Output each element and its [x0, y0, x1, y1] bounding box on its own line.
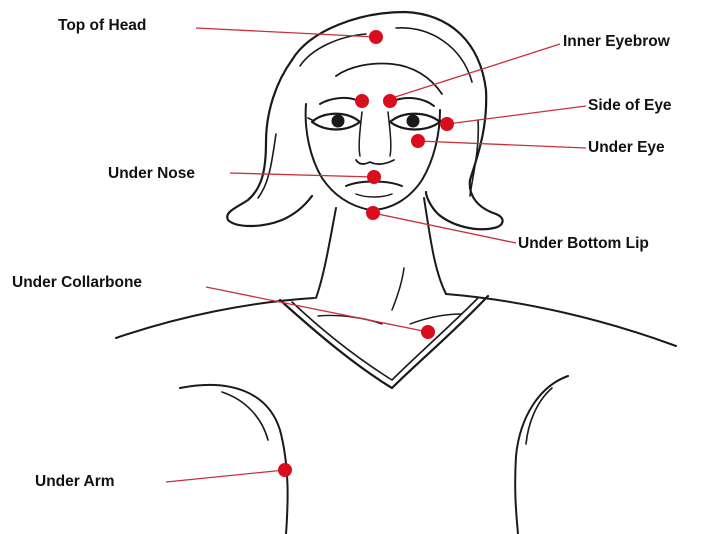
right-eyebrow: [396, 98, 434, 106]
left-eyebrow: [320, 98, 356, 104]
point-marker-top-of-head: [369, 30, 383, 44]
label-under-nose: Under Nose: [108, 165, 195, 182]
point-marker-under-eye: [411, 134, 425, 148]
nose-bridge: [359, 112, 362, 156]
neck-left: [316, 208, 336, 298]
point-marker-under-nose: [367, 170, 381, 184]
woman-illustration: [116, 12, 676, 534]
label-inner-eyebrow: Inner Eyebrow: [563, 33, 671, 50]
point-marker-side-of-eye: [440, 117, 454, 131]
label-under-bottom-lip: Under Bottom Lip: [518, 235, 649, 252]
left-arm: [180, 385, 288, 534]
collarbone: [410, 314, 462, 324]
hair-strand: [300, 34, 366, 66]
point-marker-under-bottom-lip: [366, 206, 380, 220]
face-outline: [306, 104, 440, 210]
hair-part: [336, 64, 442, 95]
right-shoulder: [446, 294, 676, 346]
lower-lip: [356, 194, 392, 197]
point-marker-under-collarbone: [421, 325, 435, 339]
labels: Top of Head Inner Eyebrow Side of Eye Un…: [12, 17, 672, 490]
label-under-collarbone: Under Collarbone: [12, 274, 142, 291]
nose-tip: [356, 160, 394, 164]
leader-line-top-of-head: [196, 28, 376, 37]
leader-lines: [166, 28, 586, 482]
label-under-eye: Under Eye: [588, 139, 665, 156]
label-under-arm: Under Arm: [35, 473, 115, 490]
neck-detail: [392, 268, 404, 310]
nose-bridge: [388, 112, 391, 156]
leader-line-under-eye: [418, 141, 586, 148]
leader-line-under-arm: [166, 470, 285, 482]
label-side-of-eye: Side of Eye: [588, 97, 672, 114]
right-iris: [407, 115, 420, 128]
point-marker-under-arm: [278, 463, 292, 477]
label-top-of-head: Top of Head: [58, 17, 146, 34]
leader-line-under-nose: [230, 173, 374, 177]
left-iris: [332, 115, 345, 128]
tapping-point-markers: [278, 30, 454, 477]
hair-outline-left: [227, 60, 312, 226]
left-arm-sleeve: [222, 392, 268, 440]
leader-line-side-of-eye: [447, 106, 586, 124]
left-eye-lash: [308, 118, 314, 121]
point-marker-inner-eyebrow: [383, 94, 397, 108]
hair-strand: [396, 28, 472, 82]
point-marker-inner-eyebrow-2: [355, 94, 369, 108]
